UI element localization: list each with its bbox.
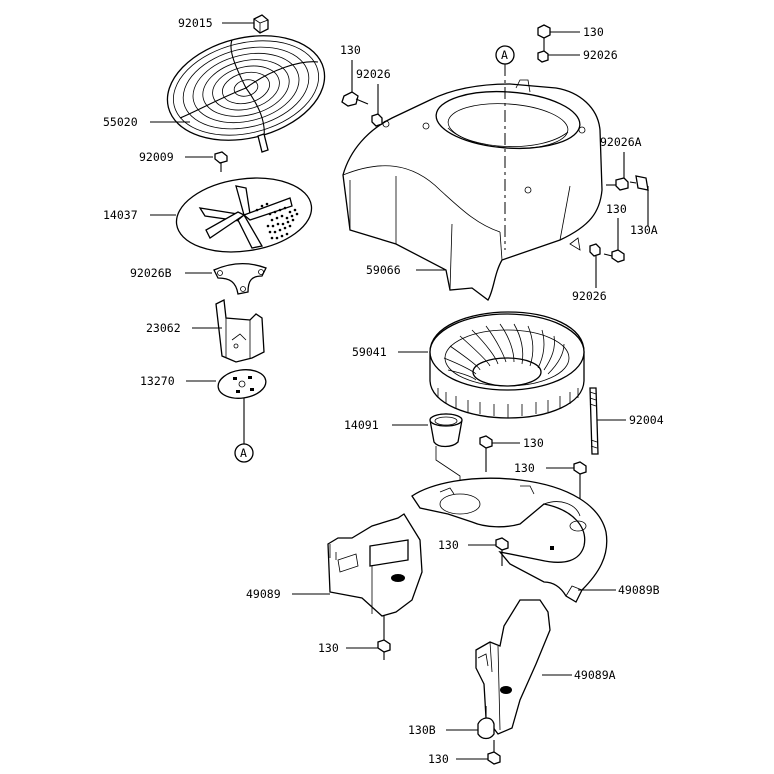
label-130A: 130A xyxy=(630,223,658,237)
stud-92004 xyxy=(589,387,599,455)
grille-screen-55020 xyxy=(166,35,326,153)
screw-130-mid1 xyxy=(479,435,493,472)
spacer-92026A xyxy=(615,177,629,191)
label-49089A: 49089A xyxy=(574,668,616,682)
screw-130-mid3 xyxy=(495,537,509,566)
blower-housing-59066 xyxy=(342,79,603,301)
screw-130-bottom xyxy=(487,740,501,765)
label-49089: 49089 xyxy=(246,587,281,601)
screw-130-top-right xyxy=(537,24,551,39)
bolt-130A xyxy=(629,175,649,191)
label-92015: 92015 xyxy=(178,16,213,30)
label-130-top-right: 130 xyxy=(583,25,604,39)
collar-92026-top-right xyxy=(537,50,549,63)
bracket-plate-92026B xyxy=(213,263,267,295)
label-130-bottom: 130 xyxy=(428,752,449,766)
label-130B: 130B xyxy=(408,723,436,737)
screw-130-low xyxy=(377,639,391,660)
label-13270: 13270 xyxy=(140,374,175,388)
label-130-low: 130 xyxy=(318,641,339,655)
label-59066: 59066 xyxy=(366,263,401,277)
label-130-mid1: 130 xyxy=(523,436,544,450)
screw-92009 xyxy=(214,151,228,172)
screw-130-mid2 xyxy=(573,461,587,500)
label-59041: 59041 xyxy=(352,345,387,359)
nut-92015 xyxy=(253,14,269,34)
label-92026B: 92026B xyxy=(130,266,172,280)
label-92026A: 92026A xyxy=(600,135,642,149)
baffle-49089 xyxy=(327,513,423,617)
screw-130-right xyxy=(603,249,625,263)
label-130-mid3: 130 xyxy=(438,538,459,552)
ref-a-bottom: A xyxy=(240,446,247,460)
ref-a-top: A xyxy=(501,48,508,62)
label-92026-top-left: 92026 xyxy=(356,67,391,81)
collar-92026-top-left xyxy=(371,113,383,127)
baffle-49089A xyxy=(475,599,551,735)
label-130-top-left: 130 xyxy=(340,43,361,57)
cup-14091 xyxy=(429,413,463,448)
plate-13270 xyxy=(217,369,267,399)
label-14037: 14037 xyxy=(103,208,138,222)
baffle-plate-49089B xyxy=(411,477,608,603)
collar-92026-right xyxy=(589,243,601,257)
label-55020: 55020 xyxy=(103,115,138,129)
fan-screen-14037 xyxy=(175,177,313,253)
label-92004: 92004 xyxy=(629,413,664,427)
label-92009: 92009 xyxy=(139,150,174,164)
label-130-mid2: 130 xyxy=(514,461,535,475)
label-130-right: 130 xyxy=(606,202,627,216)
label-49089B: 49089B xyxy=(618,583,660,597)
label-92026-right: 92026 xyxy=(572,289,607,303)
label-23062: 23062 xyxy=(146,321,181,335)
label-92026-top-right: 92026 xyxy=(583,48,618,62)
screw-130B xyxy=(477,706,495,740)
bracket-23062 xyxy=(215,299,265,363)
label-14091: 14091 xyxy=(344,418,379,432)
screw-130-top-left xyxy=(341,91,369,107)
flywheel-59041 xyxy=(429,311,585,419)
